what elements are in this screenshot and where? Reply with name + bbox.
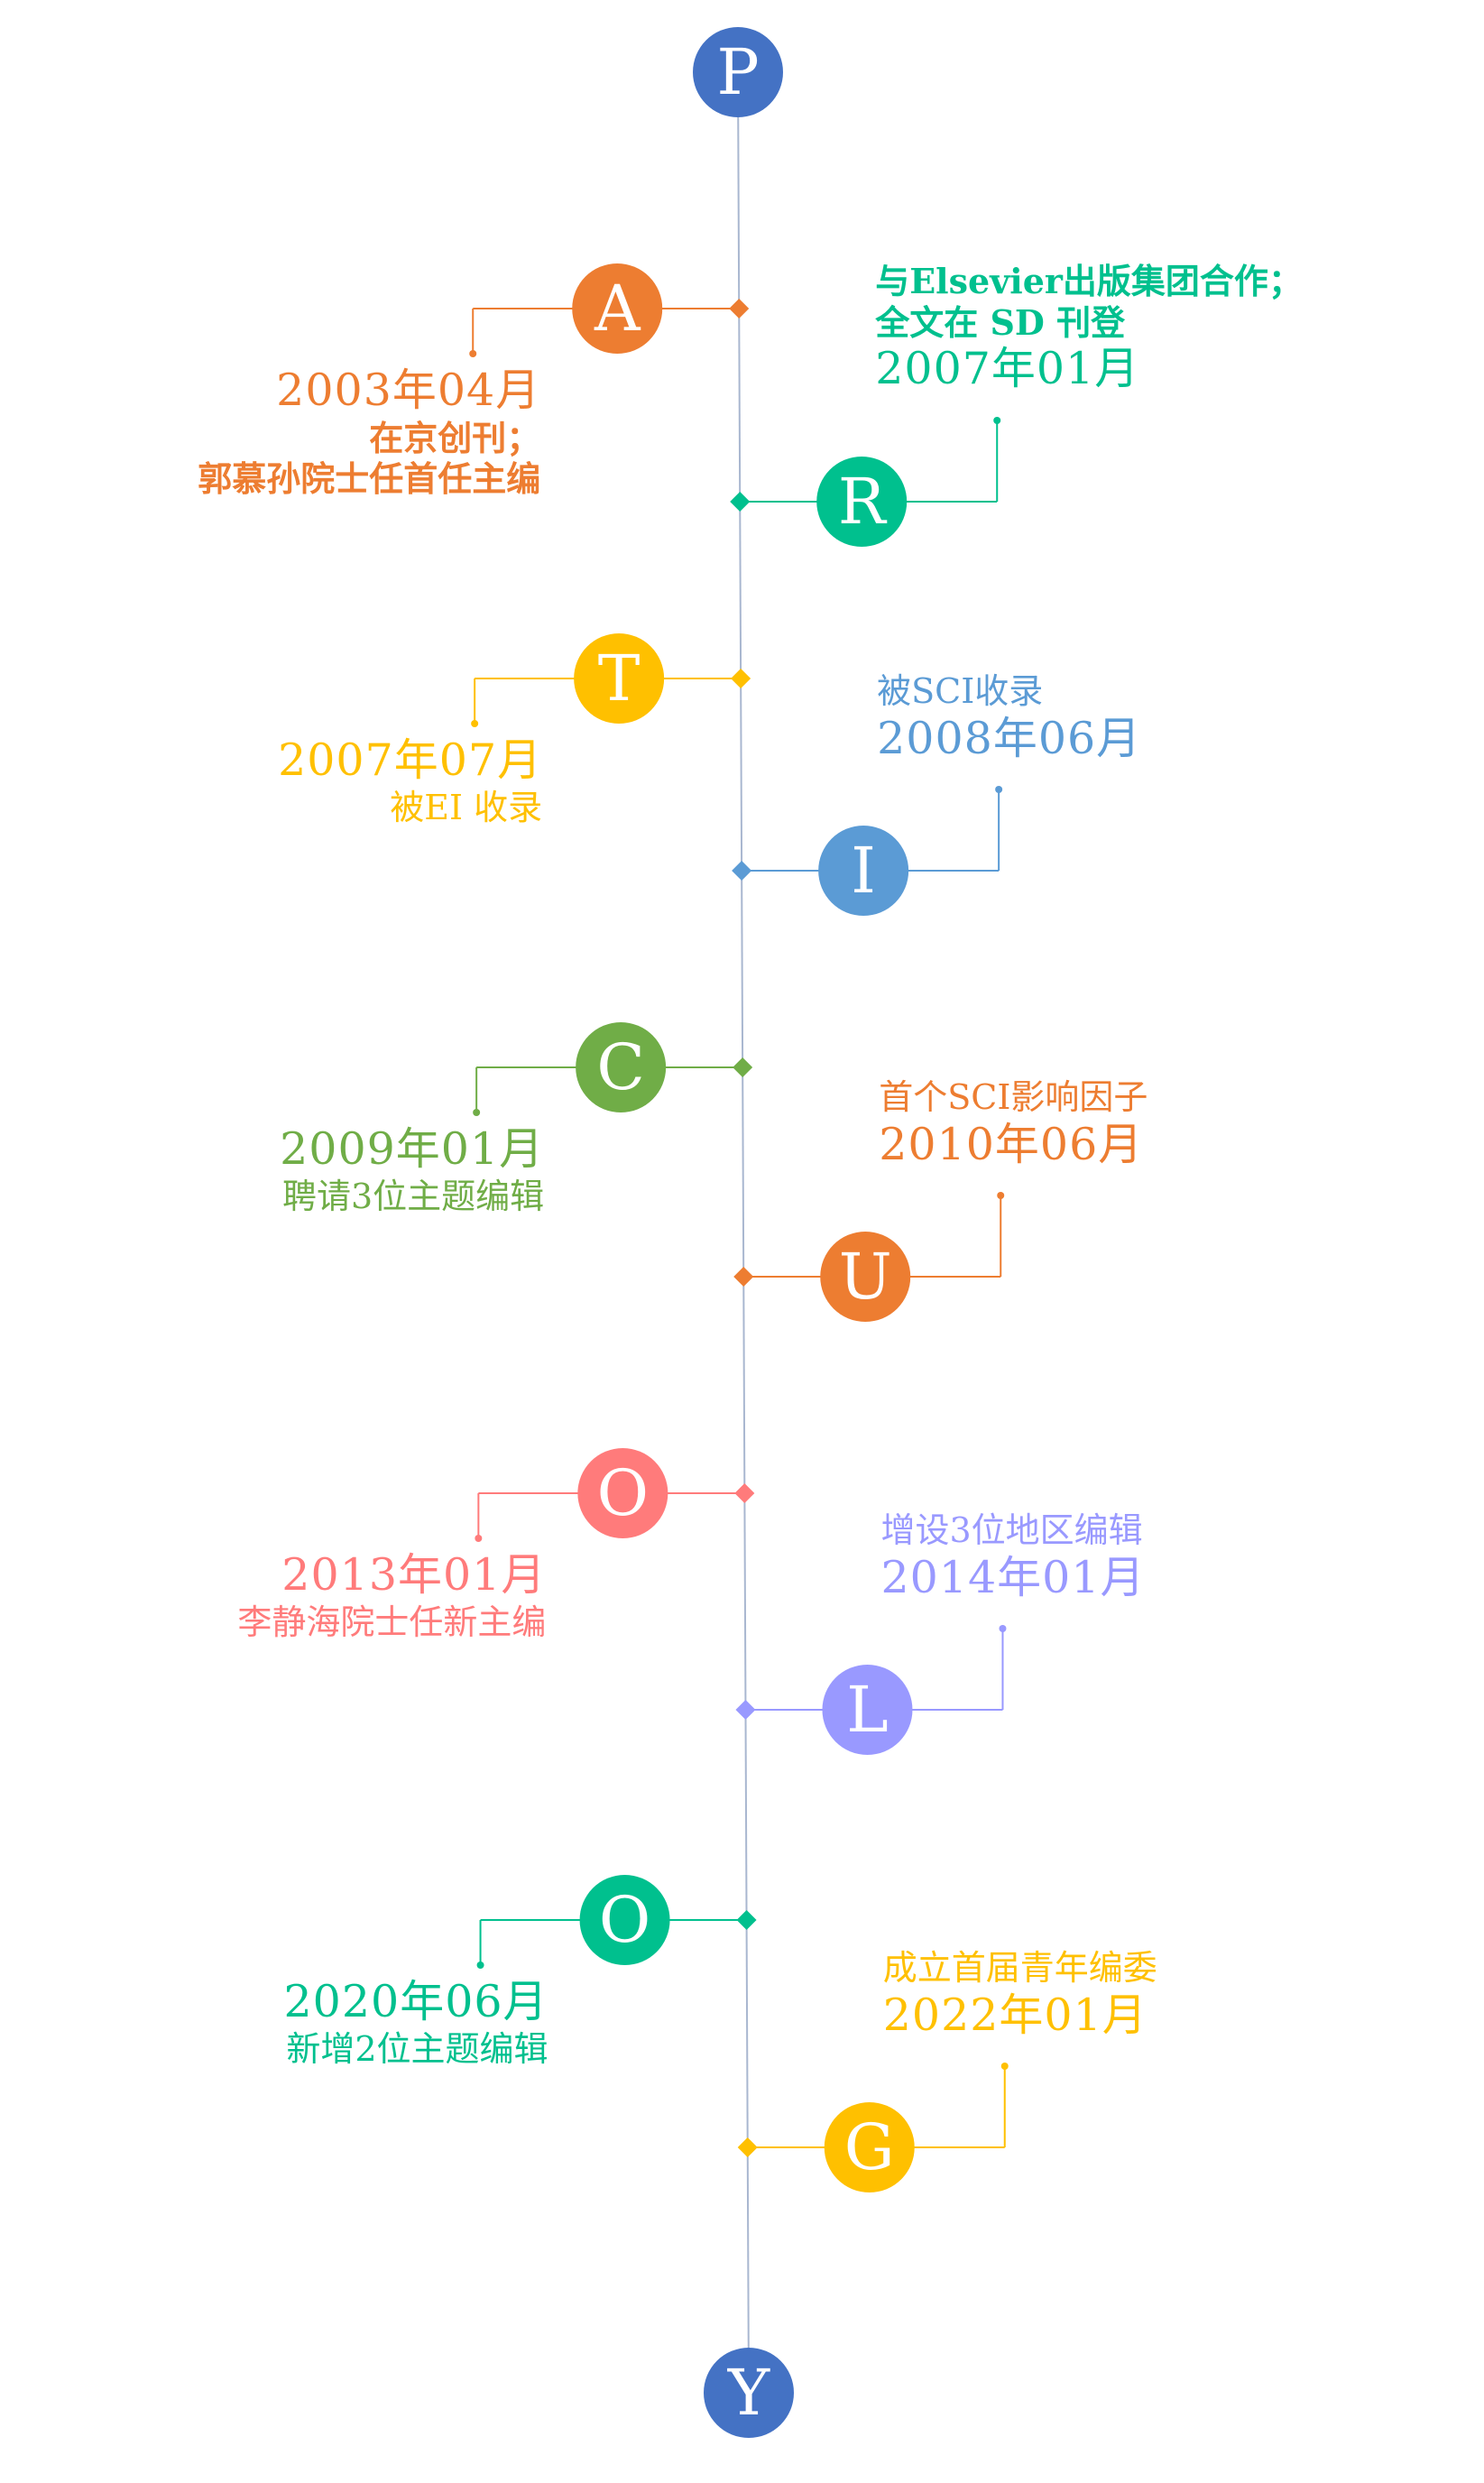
event-date: 2007年07月 xyxy=(278,734,543,786)
event-circle xyxy=(576,1022,667,1112)
event-diamond xyxy=(732,861,752,881)
event-diamond xyxy=(734,1483,755,1503)
event-date: 2009年01月 xyxy=(280,1123,545,1175)
event-letter: R xyxy=(838,465,888,539)
event-description: 被EI 收录 xyxy=(390,787,543,827)
event-bracket-dot xyxy=(476,1961,484,1969)
event-circle xyxy=(820,1232,911,1322)
event-bracket-dot xyxy=(471,720,479,727)
timeline-axis xyxy=(737,71,750,2394)
event-description: 聘请3位主题编辑 xyxy=(281,1176,545,1216)
event-bracket-dot xyxy=(997,1192,1005,1199)
event-diamond xyxy=(733,1267,754,1287)
event-bracket-dot xyxy=(475,1535,483,1542)
event-description: 首个SCI影响因子 xyxy=(879,1077,1148,1117)
event-date: 2020年06月 xyxy=(283,1976,548,2027)
event-circle xyxy=(574,633,665,724)
event-date: 2022年01月 xyxy=(882,1989,1148,2041)
event-label: 2009年01月聘请3位主题编辑 xyxy=(280,1123,544,1217)
event-letter: U xyxy=(839,1240,892,1314)
event-diamond xyxy=(737,2137,758,2157)
event-bracket-dot xyxy=(995,786,1003,793)
event-diamond xyxy=(735,1700,756,1720)
event-label: 2020年06月新增2位主题编辑 xyxy=(284,1976,548,2070)
event-circle xyxy=(572,263,663,354)
event-bracket-dot xyxy=(1000,2063,1009,2070)
event-bracket-dot xyxy=(473,1109,481,1116)
event-label: 2013年01月李静海院士任新主编 xyxy=(237,1549,546,1643)
event-diamond xyxy=(736,1910,757,1930)
event-description: 全文在 SD 刊登 xyxy=(875,301,1126,343)
event-letter: A xyxy=(594,272,641,346)
event-letter: O xyxy=(599,1883,650,1957)
event-circle xyxy=(822,1665,913,1755)
event-diamond xyxy=(733,1057,753,1077)
event-description: 成立首届青年编委 xyxy=(882,1948,1157,1988)
event-circle xyxy=(577,1448,668,1538)
event-bracket-dot xyxy=(999,1625,1007,1632)
event-letter: T xyxy=(598,642,641,715)
event-letter: I xyxy=(851,834,876,908)
event-description: 新增2位主题编辑 xyxy=(286,2028,548,2069)
event-date: 2008年06月 xyxy=(877,712,1142,764)
event-date: 2010年06月 xyxy=(879,1118,1144,1170)
event-letter: C xyxy=(596,1030,645,1104)
event-description: 增设3位地区编辑 xyxy=(880,1510,1143,1550)
event-circle xyxy=(816,457,908,547)
event-circle xyxy=(824,2102,915,2192)
event-date: 2007年01月 xyxy=(875,343,1140,395)
event-label: 2007年07月被EI 收录 xyxy=(278,734,542,828)
event-description: 被SCI收录 xyxy=(877,671,1044,711)
event-bracket-dot xyxy=(993,417,1001,424)
event-letter: O xyxy=(597,1456,649,1530)
event-diamond xyxy=(731,669,751,688)
event-diamond xyxy=(729,299,750,318)
event-letter: L xyxy=(846,1673,888,1747)
event-description: 在京创刊； xyxy=(369,417,541,458)
event-bracket-dot xyxy=(469,350,477,357)
endpoint-circle xyxy=(704,2348,794,2438)
endpoint-letter: P xyxy=(716,35,759,109)
event-circle xyxy=(579,1875,670,1965)
event-description: 李静海院士任新主编 xyxy=(237,1601,547,1642)
event-letter: G xyxy=(844,2110,895,2184)
event-description: 郭慕孙院士任首任主编 xyxy=(198,458,541,500)
event-description: 与Elsevier出版集团合作； xyxy=(875,261,1303,301)
event-diamond xyxy=(730,492,751,512)
endpoint-letter: Y xyxy=(727,2356,770,2430)
event-date: 2003年04月 xyxy=(276,365,541,416)
event-label: 2003年04月在京创刊；郭慕孙院士任首任主编 xyxy=(198,365,540,500)
event-circle xyxy=(818,826,909,916)
endpoint-circle xyxy=(693,27,783,117)
event-date: 2014年01月 xyxy=(880,1551,1146,1603)
event-date: 2013年01月 xyxy=(281,1549,547,1601)
